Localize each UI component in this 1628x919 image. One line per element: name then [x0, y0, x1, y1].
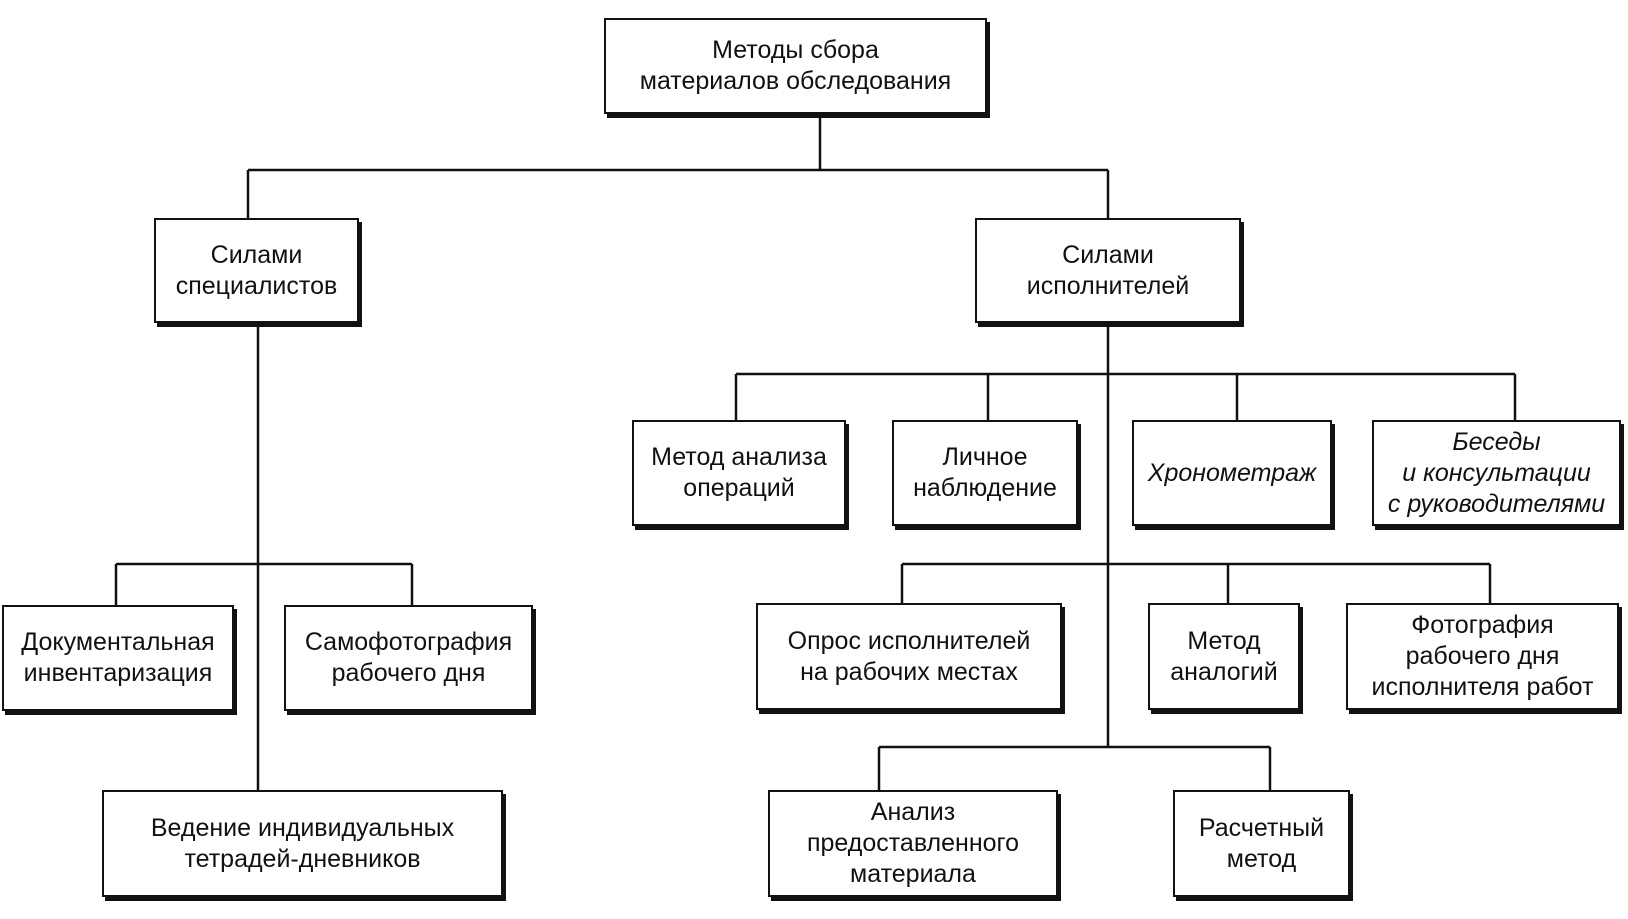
material-analysis-label: Анализ предоставленного материала — [806, 798, 1020, 888]
material-analysis-node: Анализ предоставленного материала — [768, 790, 1058, 897]
specialists-node: Силами специалистов — [154, 218, 359, 323]
timing-label: Хронометраж — [1147, 458, 1317, 487]
root-node: Методы сбора материалов обследования — [604, 18, 987, 114]
specialists-label: Силами специалистов — [175, 240, 338, 300]
calc-method-label: Расчетный метод — [1198, 813, 1325, 873]
performers-node: Силами исполнителей — [975, 218, 1241, 323]
self-photo-node: Самофотография рабочего дня — [284, 605, 533, 711]
op-analysis-node: Метод анализа операций — [632, 420, 846, 526]
doc-inventory-node: Документальная инвентаризация — [2, 605, 234, 711]
work-photo-node: Фотография рабочего дня исполнителя рабо… — [1346, 603, 1619, 710]
talks-label: Беседы и консультации с руководителями — [1387, 427, 1606, 518]
diaries-node: Ведение индивидуальных тетрадей-дневнико… — [102, 790, 503, 897]
timing-node: Хронометраж — [1132, 420, 1332, 526]
calc-method-node: Расчетный метод — [1173, 790, 1350, 897]
observation-label: Личное наблюдение — [913, 443, 1057, 502]
root-label: Методы сбора материалов обследования — [639, 36, 952, 95]
observation-node: Личное наблюдение — [892, 420, 1078, 526]
doc-inventory-label: Документальная инвентаризация — [21, 628, 215, 687]
performers-label: Силами исполнителей — [1026, 240, 1190, 300]
survey-label: Опрос исполнителей на рабочих местах — [787, 626, 1031, 686]
survey-node: Опрос исполнителей на рабочих местах — [756, 603, 1062, 710]
analogies-label: Метод аналогий — [1170, 626, 1278, 686]
self-photo-label: Самофотография рабочего дня — [304, 628, 513, 687]
talks-node: Беседы и консультации с руководителями — [1372, 420, 1621, 526]
diaries-label: Ведение индивидуальных тетрадей-дневнико… — [150, 813, 455, 873]
op-analysis-label: Метод анализа операций — [651, 443, 827, 502]
work-photo-label: Фотография рабочего дня исполнителя рабо… — [1371, 611, 1594, 701]
analogies-node: Метод аналогий — [1148, 603, 1300, 710]
